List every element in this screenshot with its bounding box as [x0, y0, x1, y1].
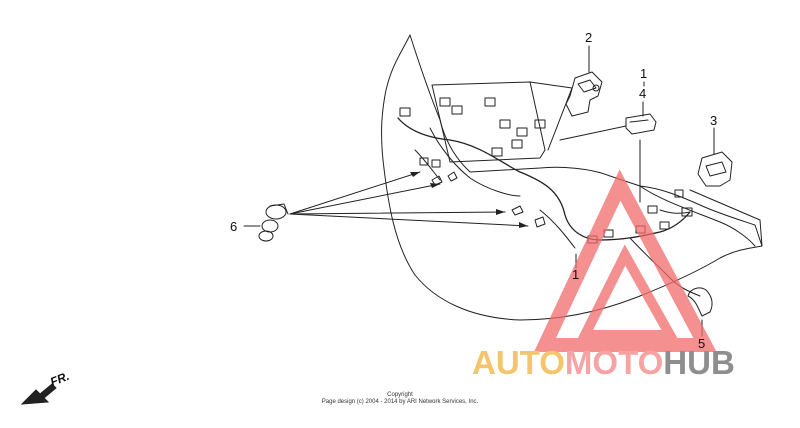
- callout-part-5[interactable]: 5: [698, 336, 706, 351]
- leader-part-4b: [559, 125, 627, 141]
- callout-part-1[interactable]: 1: [640, 66, 648, 81]
- callout-part-6[interactable]: 6: [230, 219, 238, 234]
- connector: [439, 97, 451, 107]
- arrow-front-icon: [20, 383, 57, 405]
- connector: [534, 119, 546, 129]
- callout-part-1-lower[interactable]: 1: [572, 267, 580, 282]
- connector: [499, 119, 511, 129]
- bracket-part-2: [565, 71, 603, 117]
- fender-panel-outline: [381, 34, 763, 321]
- copyright-notice: Copyright Page design (c) 2004 - 2014 by…: [300, 392, 500, 406]
- copyright-line-1: Copyright: [387, 392, 413, 398]
- copyright-line-2: Page design (c) 2004 - 2014 by ARI Netwo…: [321, 399, 479, 405]
- connector: [516, 127, 528, 137]
- panel-lower-lip: [639, 185, 756, 247]
- connector: [511, 139, 523, 149]
- watermark-part-3: HUB: [663, 344, 735, 381]
- connector: [399, 107, 411, 117]
- connector: [431, 159, 441, 168]
- wire-harness-branch-f: [659, 209, 691, 214]
- leader-part-6: [289, 171, 421, 215]
- watermark-logo: [533, 169, 717, 352]
- module-box-face: [529, 81, 573, 151]
- clip: [534, 216, 546, 228]
- leader-part-6: [289, 213, 529, 227]
- callout-part-2[interactable]: 2: [585, 30, 593, 45]
- clamp-part-5: [687, 287, 713, 317]
- connector: [647, 205, 658, 214]
- clip: [431, 175, 443, 186]
- callout-part-4[interactable]: 4: [639, 86, 647, 101]
- callout-part-3[interactable]: 3: [710, 113, 718, 128]
- watermark-text: AUTOMOTOHUB: [472, 346, 735, 379]
- wire-harness-main: [397, 117, 691, 241]
- connector: [659, 221, 670, 230]
- connector: [451, 105, 463, 115]
- connector: [681, 207, 693, 217]
- module-box: [431, 81, 546, 163]
- holder-part-4: [625, 113, 657, 135]
- clip: [511, 205, 524, 216]
- connector: [484, 97, 496, 107]
- clip: [447, 171, 458, 182]
- leader-part-6: [289, 211, 506, 215]
- leader-part-6: [289, 183, 441, 215]
- watermark-part-1: AUTO: [472, 344, 565, 381]
- connector: [491, 147, 503, 157]
- connector: [419, 157, 429, 166]
- bracket-part-3: [697, 151, 733, 187]
- panel-inner-edge: [689, 189, 763, 247]
- wire-harness-branch-a: [429, 127, 521, 197]
- connector: [674, 189, 684, 198]
- watermark-part-2: MOTO: [564, 344, 664, 381]
- wire-harness-branch-c: [539, 209, 576, 249]
- grommet-part-6: [258, 203, 289, 242]
